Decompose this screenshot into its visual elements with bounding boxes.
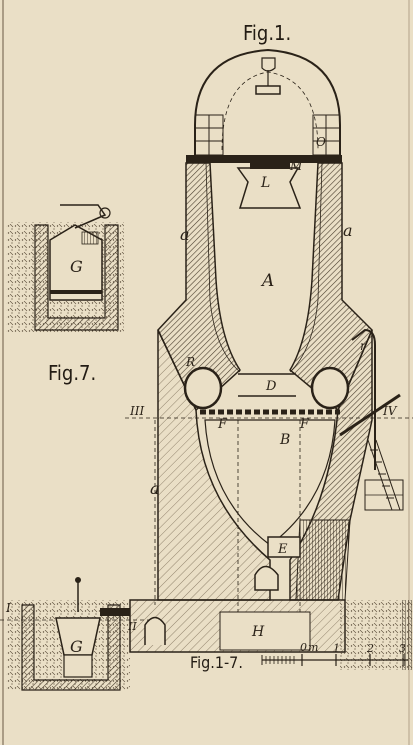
diagonal-pipe [339,393,401,437]
dome-crossbar [255,85,281,95]
furnace-dome [194,48,341,160]
fig7-walls [34,224,119,331]
label-a-left: a [180,225,190,244]
dome-dashed-arc [221,71,319,151]
top-platform [186,155,342,163]
label-A: A [260,271,274,291]
side-pipe [351,328,376,470]
scale-bar: 0 m 1 2 3 [261,641,408,666]
label-IV: IV [382,404,398,418]
label-F-right: F [299,417,310,432]
label-O: O [316,135,326,149]
scale-tick-2: 2 [366,642,374,655]
dome-hook [261,57,276,72]
side-ladder [367,439,401,511]
fig1-title: Fig.1. [243,21,291,45]
label-F-left: F [217,417,228,432]
label-III: III [129,404,144,418]
fig-range-title: Fig.1-7. [190,653,243,672]
scale-tick-1: 1 [333,642,340,655]
ground-right [340,600,413,670]
label-II: II [127,620,137,633]
label-a-right: a [343,221,353,240]
tuyere-left [183,366,223,410]
label-I: I [5,601,11,615]
tuyere-right [310,366,350,410]
hatched-block [295,519,351,601]
label-G-bottom: G [70,637,83,656]
hearth-chamber [219,611,311,651]
charging-bell [236,167,302,209]
scale-tick-0: 0 [300,641,307,654]
label-B: B [279,432,290,448]
scale-unit: m [308,641,318,654]
fig1-furnace [0,48,413,670]
label-M: M [289,159,303,173]
label-G-top: G [70,257,83,276]
label-E: E [277,542,288,557]
label-D: D [265,379,277,394]
fig7-title: Fig.7. [48,361,96,385]
arch-opening [144,616,166,645]
label-R: R [185,355,195,369]
label-H: H [251,624,265,640]
label-L: L [260,175,270,191]
bottom-left-section [6,577,130,691]
scale-tick-3: 3 [399,642,406,655]
lower-bell [254,565,279,591]
label-r: r [360,339,367,353]
fig7-small-furnace [6,204,124,332]
label-a-lower: a [150,479,160,498]
